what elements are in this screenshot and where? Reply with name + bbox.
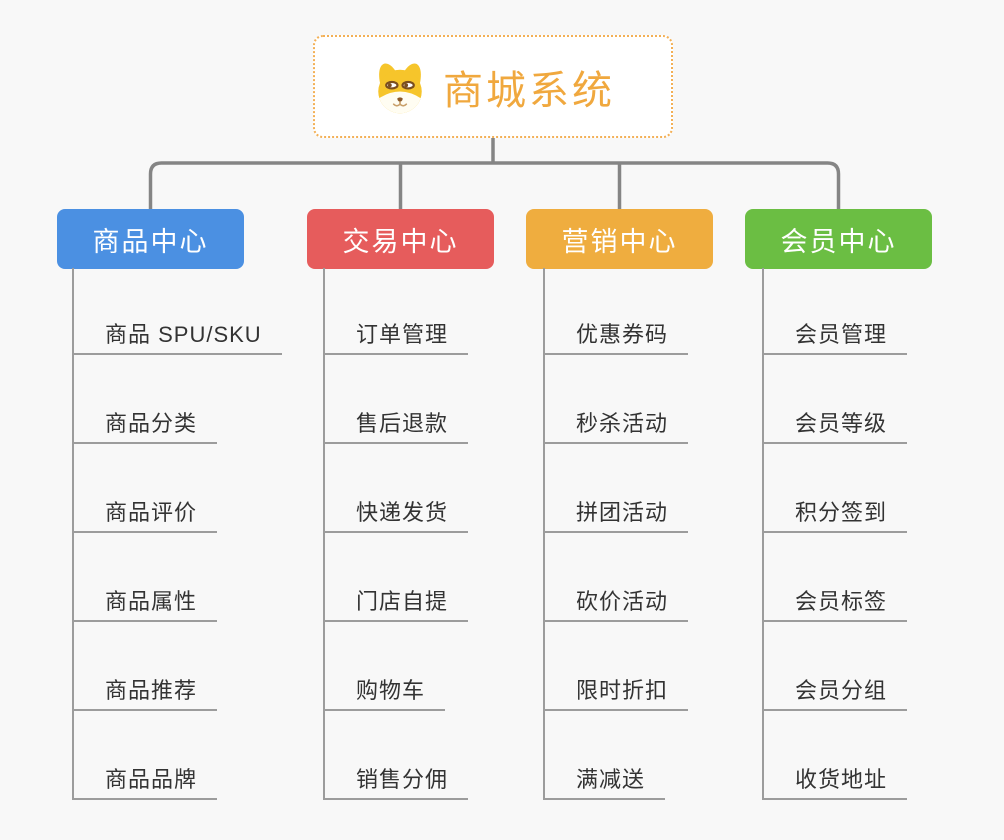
branch-column-marketing-center: 优惠券码 秒杀活动 拼团活动 砍价活动 限时折扣 满减送 — [543, 268, 689, 800]
branch-column-member-center: 会员管理 会员等级 积分签到 会员标签 会员分组 收货地址 — [762, 268, 908, 800]
leaf-node[interactable]: 售后退款 — [323, 408, 469, 444]
leaf-node[interactable]: 会员标签 — [762, 586, 908, 622]
branch-header-label: 商品中心 — [92, 226, 209, 257]
leaf-node[interactable]: 积分签到 — [762, 497, 908, 533]
root-node-mall-system[interactable]: 商城系统 — [313, 35, 673, 138]
leaf-node[interactable]: 订单管理 — [323, 319, 469, 355]
leaf-node[interactable]: 会员管理 — [762, 319, 908, 355]
branch-trunk-line — [323, 268, 325, 800]
leaf-node[interactable]: 砍价活动 — [543, 586, 689, 622]
leaf-node[interactable]: 会员分组 — [762, 675, 908, 711]
branch-header-member-center[interactable]: 会员中心 — [745, 209, 932, 269]
branch-trunk-line — [72, 268, 74, 800]
leaf-node[interactable]: 销售分佣 — [323, 764, 469, 800]
leaf-node[interactable]: 商品评价 — [72, 497, 218, 533]
leaf-node[interactable]: 优惠券码 — [543, 319, 689, 355]
branch-trunk-line — [762, 268, 764, 800]
leaf-node[interactable]: 会员等级 — [762, 408, 908, 444]
leaf-node[interactable]: 拼团活动 — [543, 497, 689, 533]
leaf-node[interactable]: 商品属性 — [72, 586, 218, 622]
leaf-node[interactable]: 收货地址 — [762, 764, 908, 800]
leaf-node[interactable]: 商品推荐 — [72, 675, 218, 711]
shiba-dog-icon — [378, 62, 422, 113]
root-node-title: 商城系统 — [443, 68, 615, 113]
leaf-node[interactable]: 门店自提 — [323, 586, 469, 622]
leaf-node[interactable]: 商品品牌 — [72, 764, 218, 800]
leaf-node[interactable]: 商品 SPU/SKU — [72, 319, 282, 355]
branch-trunk-line — [543, 268, 545, 800]
branch-column-product-center: 商品 SPU/SKU 商品分类 商品评价 商品属性 商品推荐 商品品牌 — [72, 268, 282, 800]
leaf-node[interactable]: 满减送 — [543, 764, 666, 800]
branch-header-label: 营销中心 — [561, 226, 678, 257]
leaf-node[interactable]: 秒杀活动 — [543, 408, 689, 444]
branch-header-marketing-center[interactable]: 营销中心 — [526, 209, 713, 269]
leaf-node[interactable]: 购物车 — [323, 675, 446, 711]
leaf-node[interactable]: 商品分类 — [72, 408, 218, 444]
branch-header-label: 交易中心 — [342, 226, 459, 257]
leaf-node[interactable]: 限时折扣 — [543, 675, 689, 711]
branch-header-label: 会员中心 — [780, 226, 897, 257]
leaf-node[interactable]: 快递发货 — [323, 497, 469, 533]
branch-column-trade-center: 订单管理 售后退款 快递发货 门店自提 购物车 销售分佣 — [323, 268, 469, 800]
branch-header-trade-center[interactable]: 交易中心 — [307, 209, 494, 269]
branch-header-product-center[interactable]: 商品中心 — [57, 209, 244, 269]
